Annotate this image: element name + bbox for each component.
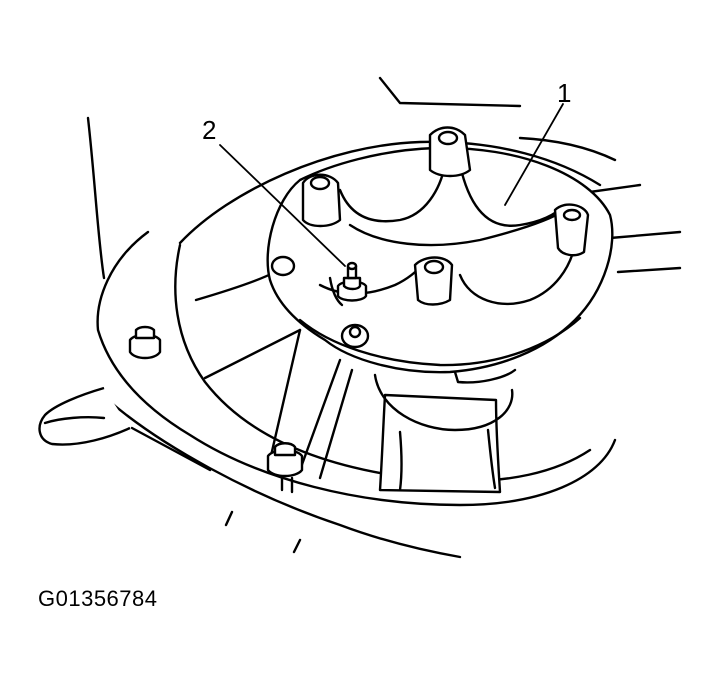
leader-line-2 <box>219 144 346 267</box>
callout-2: 2 <box>202 115 217 145</box>
leader-lines <box>219 103 564 267</box>
leader-line-1 <box>504 103 564 206</box>
outer-flange-ring <box>96 140 617 559</box>
center-column <box>373 368 517 494</box>
callout-1: 1 <box>557 78 572 108</box>
figure-code: G01356784 <box>38 586 158 611</box>
flange-tab <box>38 386 131 446</box>
flange-bolts <box>128 255 370 494</box>
sensor-fitting <box>328 261 368 307</box>
